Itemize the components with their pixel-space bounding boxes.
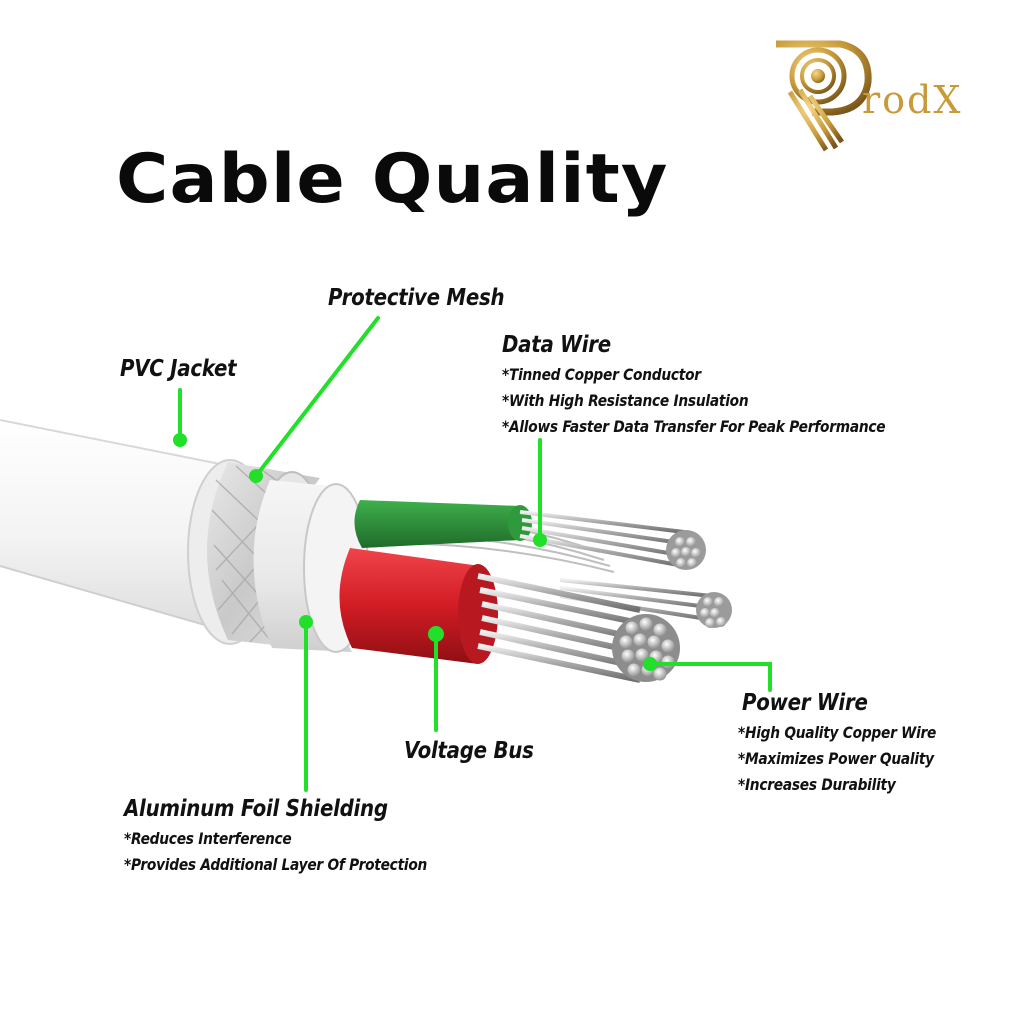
power-wire-note: *Increases Durability [738,775,896,794]
voltage-bus [339,548,498,664]
leader-protective-mesh [254,316,380,478]
label-data-wire: Data Wire [502,332,611,358]
data-wire-tip [666,530,706,570]
power-wire-note: *High Quality Copper Wire [738,723,937,742]
power-wire-notes: *High Quality Copper Wire *Maximizes Pow… [738,720,968,798]
label-protective-mesh: Protective Mesh [328,285,505,311]
data-wire-note: *Allows Faster Data Transfer For Peak Pe… [502,417,886,436]
aluminum-foil-note: *Reduces Interference [124,829,292,848]
page-title: Cable Quality [116,140,669,219]
label-power-wire: Power Wire [742,690,868,716]
label-aluminum-foil-shielding: Aluminum Foil Shielding [124,796,388,822]
label-pvc-jacket: PVC Jacket [120,356,237,382]
leader-power-wire [648,662,772,692]
power-wire-note: *Maximizes Power Quality [738,749,934,768]
data-wire [354,500,706,570]
callout-leaders [178,316,772,792]
data-wire-notes: *Tinned Copper Conductor *With High Resi… [502,362,948,440]
power-wire-tip [612,614,680,682]
data-wire-note: *With High Resistance Insulation [502,391,749,410]
brand-logo-icon [776,40,872,152]
data-wire-note: *Tinned Copper Conductor [502,365,701,384]
aluminum-foil-notes: *Reduces Interference *Provides Addition… [124,826,476,878]
aluminum-foil-note: *Provides Additional Layer Of Protection [124,855,428,874]
label-voltage-bus: Voltage Bus [404,738,534,764]
callout-dots [173,433,657,671]
brand-name: rodX [862,78,963,122]
